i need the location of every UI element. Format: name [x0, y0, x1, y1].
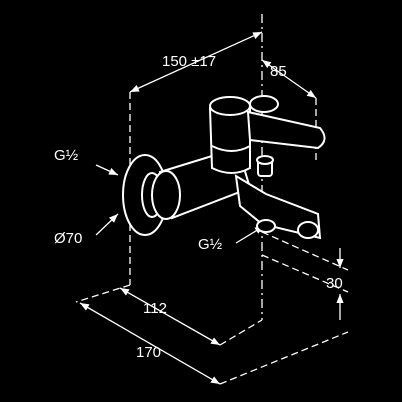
column-top [209, 96, 251, 116]
dim-label-spout-height: 30 [326, 275, 343, 292]
leader-dia70 [95, 213, 119, 236]
dim-arrow-112 [119, 287, 221, 346]
leader-g-top [95, 164, 119, 176]
dimension-lines [75, 14, 349, 385]
spout [234, 174, 322, 240]
dim-label-length-total: 170 [136, 344, 161, 361]
dim-label-length-short: 112 [143, 300, 167, 317]
faucet-body [122, 95, 326, 240]
ext-line-112-end [219, 319, 263, 346]
ext-line-spout-top [261, 231, 349, 271]
ext-line-spout-bottom [261, 254, 349, 293]
ext-line-170-end [219, 331, 349, 385]
dimension-labels: 150 ±17 85 G½ Ø70 G½ 30 112 170 [54, 53, 343, 361]
dim-line-width [129, 31, 263, 93]
dim-label-depth: 85 [270, 63, 287, 80]
column-ring [211, 145, 251, 152]
dim-arrow-170 [79, 302, 221, 385]
dim-line-depth [261, 59, 317, 99]
handle-hub [249, 95, 279, 113]
aerator [256, 219, 276, 233]
dim-label-rosette-diameter: Ø70 [54, 230, 82, 247]
spout-outlet [297, 221, 319, 239]
ext-line-left-bottom [75, 284, 131, 303]
dim-label-thread-outlet: G½ [198, 236, 223, 253]
dim-label-width: 150 ±17 [162, 53, 216, 70]
lever-handle [246, 110, 326, 150]
cylinder-end-cap [151, 170, 181, 220]
dim-label-thread-top: G½ [54, 147, 79, 164]
diverter-cap [256, 155, 274, 165]
control-column [208, 104, 251, 174]
